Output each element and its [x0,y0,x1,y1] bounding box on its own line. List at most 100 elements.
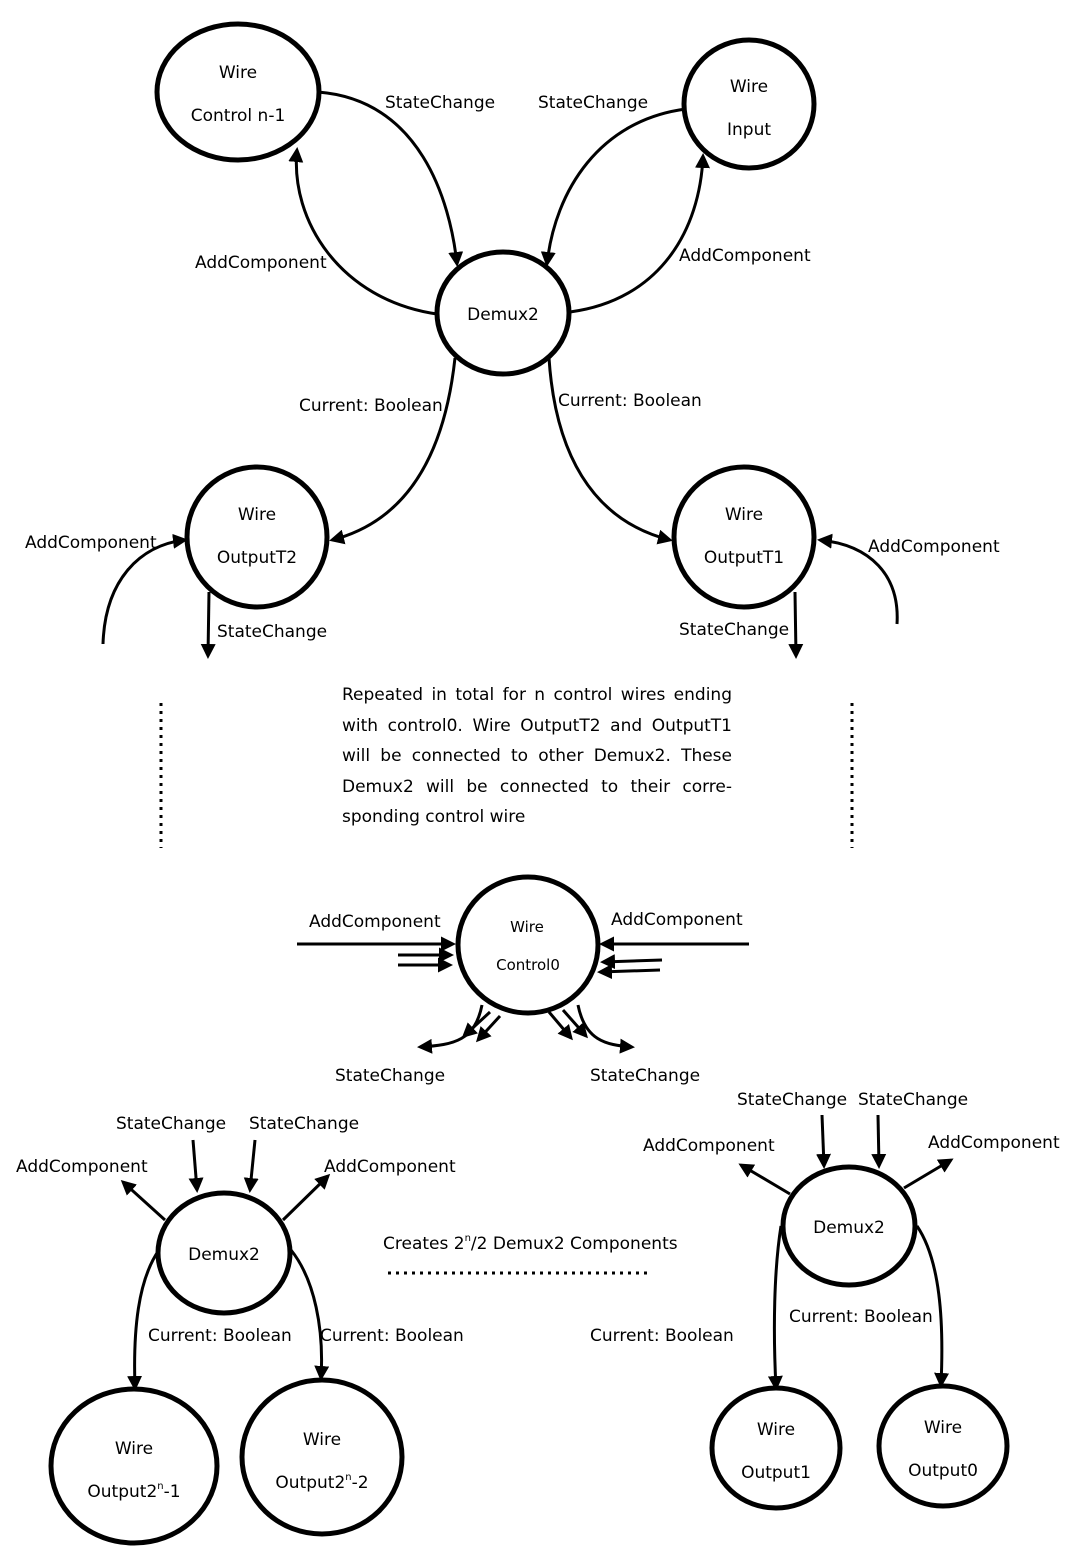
node-wire-input: Wire Input [681,37,817,171]
node-wire-control0: Wire Control0 [455,874,601,1016]
node-label: Output2n-2 [275,1472,368,1493]
edge-extra-down-left-1 [461,1010,492,1039]
node-label-prefix: Output2 [275,1473,345,1493]
node-label: Input [727,120,771,140]
node-label-superscript: n [345,1472,351,1483]
node-label: Demux2 [467,305,539,325]
label-current-boolean: Current: Boolean [320,1326,464,1346]
label-addcomponent: AddComponent [25,533,157,553]
edge-outputt1-statechange [788,591,804,659]
edge-demux-left-to-output2n1 [127,1249,161,1391]
label-statechange: StateChange [590,1066,700,1086]
node-label: Wire [924,1418,962,1438]
node-label-suffix: -2 [352,1473,369,1493]
edge-demux-to-outputt2-current [329,357,457,545]
label-addcomponent: AddComponent [16,1157,148,1177]
node-label: Wire [115,1439,153,1459]
label-statechange: StateChange [335,1066,445,1086]
edge-extra-down-right-1 [547,1011,573,1041]
node-wire-output1: Wire Output1 [709,1385,843,1511]
node-label: OutputT2 [217,548,297,568]
edge-demux-to-control-addcomponent [288,147,438,316]
node-wire-outputt1: Wire OutputT1 [671,464,817,610]
edge-statechange-in-right-2 [871,1114,887,1169]
edge-input-to-demux-statechange [540,107,687,267]
label-statechange: StateChange [385,93,495,113]
label-addcomponent: AddComponent [643,1136,775,1156]
node-label: Control0 [496,956,560,974]
label-current-boolean: Current: Boolean [148,1326,292,1346]
node-label: Wire [238,505,276,525]
node-label: Output2n-1 [87,1481,180,1502]
label-addcomponent: AddComponent [611,910,743,930]
label-addcomponent: AddComponent [324,1157,456,1177]
node-label: Wire [303,1430,341,1450]
label-addcomponent: AddComponent [868,537,1000,557]
node-wire-outputt2: Wire OutputT2 [184,464,330,610]
edge-extra-right-2 [597,964,661,980]
node-label: Wire [730,77,768,97]
label-addcomponent: AddComponent [679,246,811,266]
repeat-note-text: Repeated in total for n control wires en… [342,685,732,827]
label-addcomponent: AddComponent [309,912,441,932]
edge-demux-to-input-addcomponent [569,153,711,314]
edge-demux-right-to-output0 [915,1225,950,1388]
label-statechange: StateChange [737,1090,847,1110]
label-statechange: StateChange [538,93,648,113]
node-label-prefix: Output2 [87,1482,157,1502]
node-wire-output0: Wire Output0 [876,1383,1010,1509]
edge-addcomponent-out-right-2 [903,1158,954,1190]
edge-extra-right-1 [600,954,663,970]
node-label: Demux2 [813,1218,885,1238]
node-wire-output2n-2: Wire Output2n-2 [239,1377,405,1537]
edge-statechange-in-left-2 [243,1139,259,1193]
edge-control0-statechange-right [576,1004,635,1054]
edge-extra-down-right-2 [561,1009,588,1039]
edge-extra-down-left-2 [475,1014,502,1043]
node-label: Output0 [908,1461,978,1481]
label-statechange: StateChange [217,622,327,642]
creates-superscript: n [465,1233,471,1244]
edge-addcomponent-out-right-1 [738,1163,791,1196]
node-label: OutputT1 [704,548,784,568]
node-label-suffix: -1 [164,1482,181,1502]
node-label: Control n-1 [191,106,286,126]
node-wire-control-n1: Wire Control n-1 [154,21,322,163]
label-current-boolean: Current: Boolean [789,1307,933,1327]
node-label-superscript: n [157,1481,163,1492]
node-label: Output1 [741,1463,811,1483]
edge-demux-left-to-output2n2 [289,1249,330,1381]
creates-components-label: Creates 2n/2 Demux2 Components [383,1233,678,1254]
label-current-boolean: Current: Boolean [558,391,702,411]
label-addcomponent: AddComponent [928,1133,1060,1153]
label-addcomponent: AddComponent [195,253,327,273]
creates-suffix: /2 Demux2 Components [471,1234,678,1254]
node-label: Wire [219,63,257,83]
node-demux2-right: Demux2 [780,1164,918,1288]
label-statechange: StateChange [679,620,789,640]
edge-addcomponent-out-left-2 [281,1173,331,1222]
node-label: Wire [510,918,544,936]
label-statechange: StateChange [249,1114,359,1134]
node-label: Wire [757,1420,795,1440]
edge-statechange-in-right-1 [816,1114,832,1169]
creates-prefix: Creates 2 [383,1234,465,1254]
edge-control0-statechange-left [417,1004,484,1054]
edge-statechange-in-left-1 [188,1139,204,1193]
edge-demux-right-to-output1 [767,1225,783,1391]
node-label: Wire [725,505,763,525]
edge-addcomponent-to-outputt2 [101,533,188,645]
label-current-boolean: Current: Boolean [299,396,443,416]
edge-addcomponent-to-outputt1 [817,533,899,625]
edge-addcomponent-out-left-1 [120,1179,167,1222]
label-current-boolean: Current: Boolean [590,1326,734,1346]
node-label: Demux2 [188,1245,260,1265]
label-statechange: StateChange [116,1114,226,1134]
node-demux2-left: Demux2 [155,1190,293,1316]
edge-control-to-demux-statechange [317,90,464,267]
edge-demux-to-outputt1-current [547,357,673,545]
node-wire-output2n-1: Wire Output2n-1 [48,1386,220,1546]
label-statechange: StateChange [858,1090,968,1110]
edge-outputt2-statechange [200,591,216,659]
